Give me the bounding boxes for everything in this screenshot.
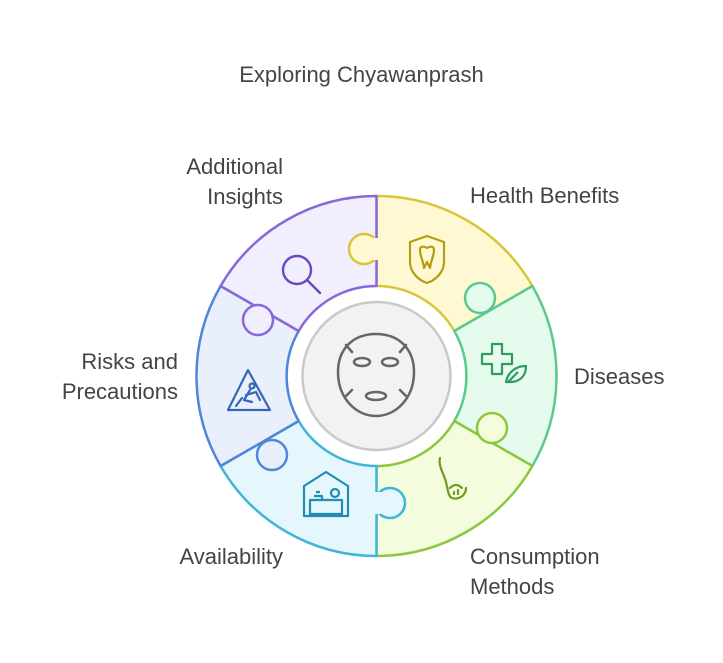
label-diseases: Diseases: [574, 364, 665, 389]
shield-tooth-icon: [408, 234, 446, 285]
label-availability: Availability: [179, 544, 283, 569]
magnifier-icon: [281, 254, 322, 295]
face-mask-icon: [336, 332, 416, 418]
caution-fall-icon: [226, 368, 272, 412]
knob: [463, 281, 497, 315]
medical-cross-leaf-icon: [480, 342, 528, 384]
segment-additional-insights: [219, 194, 378, 333]
center-circle: [301, 300, 452, 452]
segment-risks-and-precautions: [195, 284, 300, 468]
knob: [255, 438, 289, 472]
store-counter-icon: [302, 470, 350, 518]
label-additional-insights: Additional Insights: [186, 154, 283, 209]
label-risks-and-precautions: Risks and Precautions: [61, 349, 178, 404]
segment-consumption-methods: [375, 419, 534, 558]
spoon-bowl-icon: [438, 456, 468, 500]
label-consumption-methods: Consumption Methods: [470, 544, 600, 599]
knob: [475, 411, 509, 445]
diagram-title: Exploring Chyawanprash: [239, 62, 484, 87]
label-health-benefits: Health Benefits: [470, 183, 620, 208]
knob: [241, 303, 275, 337]
